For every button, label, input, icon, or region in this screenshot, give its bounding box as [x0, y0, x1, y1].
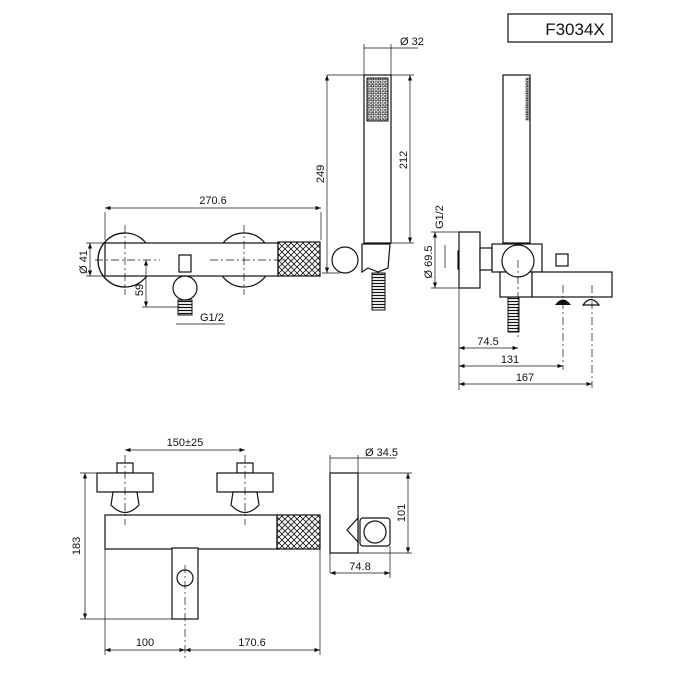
hand-shower-view: Ø 32 249 212 — [315, 36, 424, 311]
dim-74-5: 74.5 — [477, 336, 498, 348]
dim-shower-height: 212 — [398, 151, 410, 169]
shower-head-grid — [366, 77, 389, 122]
front-view-bottom: 150±25 183 100 170.6 — [71, 437, 321, 660]
dim-diameter: Ø 41 — [78, 250, 90, 274]
front-view-top: 270.6 Ø 41 59 G1/2 — [78, 195, 322, 325]
dim-spacing: 150±25 — [167, 437, 204, 449]
side-view: Ø 69.5 G1/2 74.5 131 167 — [423, 74, 613, 390]
dim-left: 100 — [136, 637, 154, 649]
dim-handle-diameter: Ø 34.5 — [365, 447, 398, 459]
side-thread-label: G1/2 — [434, 205, 446, 229]
knurled-handle — [277, 241, 321, 277]
dim-height: 183 — [71, 537, 83, 555]
dim-total-height: 249 — [315, 165, 327, 183]
title-block: F3034X — [507, 13, 613, 43]
dim-offset: 59 — [134, 284, 146, 296]
dim-width: 270.6 — [199, 195, 227, 207]
dim-side-height: 101 — [396, 504, 408, 522]
dim-plate-diameter: Ø 69.5 — [423, 245, 435, 278]
dim-131: 131 — [501, 354, 519, 366]
side-view-bottom: Ø 34.5 101 74.8 — [329, 447, 412, 578]
dim-right: 170.6 — [238, 637, 266, 649]
dim-shower-diameter: Ø 32 — [400, 36, 424, 48]
thread-label: G1/2 — [200, 312, 224, 324]
dim-depth: 74.8 — [349, 561, 370, 573]
dim-167: 167 — [516, 372, 534, 384]
model-code: F3034X — [545, 20, 605, 39]
